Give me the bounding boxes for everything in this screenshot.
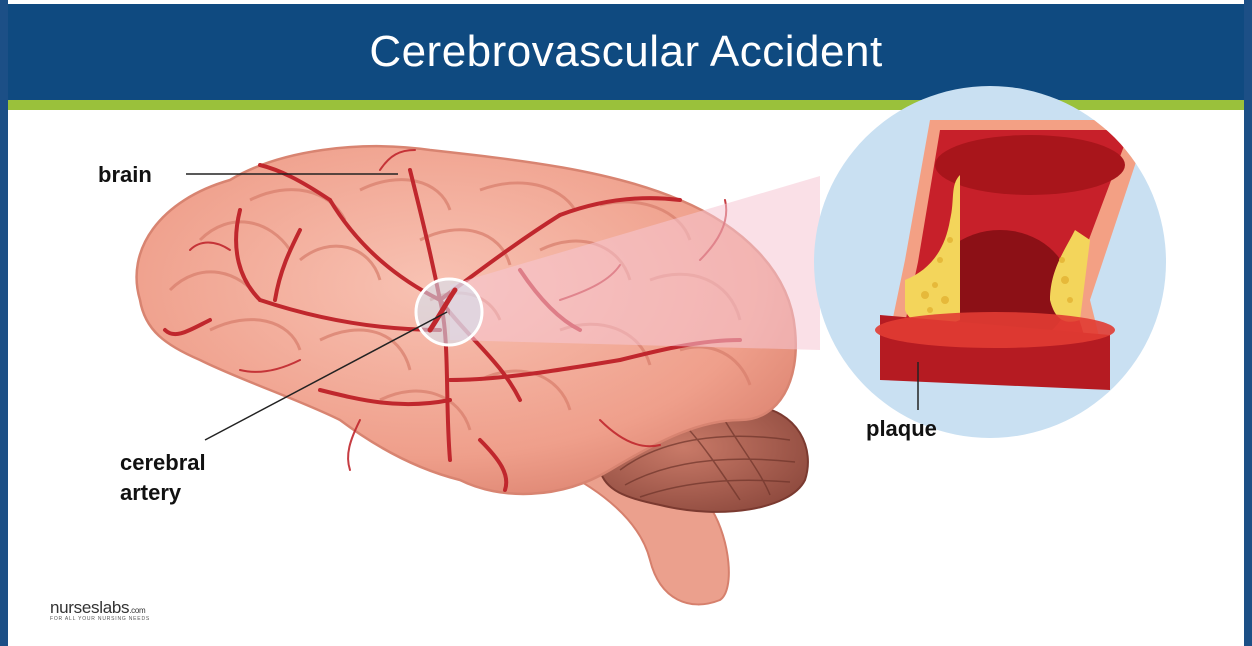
magnifier-circle [416, 279, 482, 345]
logo-tagline: FOR ALL YOUR NURSING NEEDS [50, 616, 150, 622]
cerebral-artery-label: cerebral artery [120, 448, 206, 508]
plaque-label: plaque [866, 416, 937, 442]
cerebral-label-line2: artery [120, 478, 206, 508]
brain-label: brain [98, 162, 152, 188]
brand-logo: nurseslabs.com FOR ALL YOUR NURSING NEED… [50, 598, 150, 622]
logo-wordmark: nurseslabs.com [50, 598, 150, 618]
cerebral-label-line1: cerebral [120, 448, 206, 478]
